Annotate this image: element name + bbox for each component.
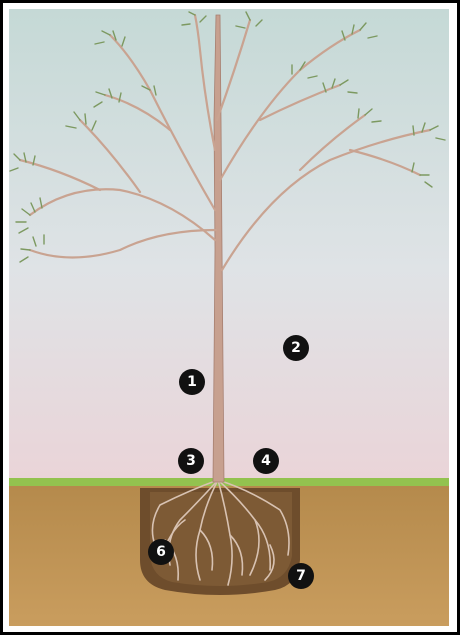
marker-4-label: 4 — [252, 447, 280, 475]
marker-6: 6 — [147, 538, 175, 566]
marker-3-label: 3 — [177, 447, 205, 475]
marker-3: 3 — [177, 447, 205, 475]
marker-2: 2 — [282, 334, 310, 362]
grass-strip — [9, 478, 449, 486]
marker-1-label: 1 — [178, 368, 206, 396]
marker-1: 1 — [178, 368, 206, 396]
marker-7: 7 — [287, 562, 315, 590]
marker-6-label: 6 — [147, 538, 175, 566]
marker-4: 4 — [252, 447, 280, 475]
sky-area — [9, 9, 449, 481]
marker-2-label: 2 — [282, 334, 310, 362]
marker-7-label: 7 — [287, 562, 315, 590]
